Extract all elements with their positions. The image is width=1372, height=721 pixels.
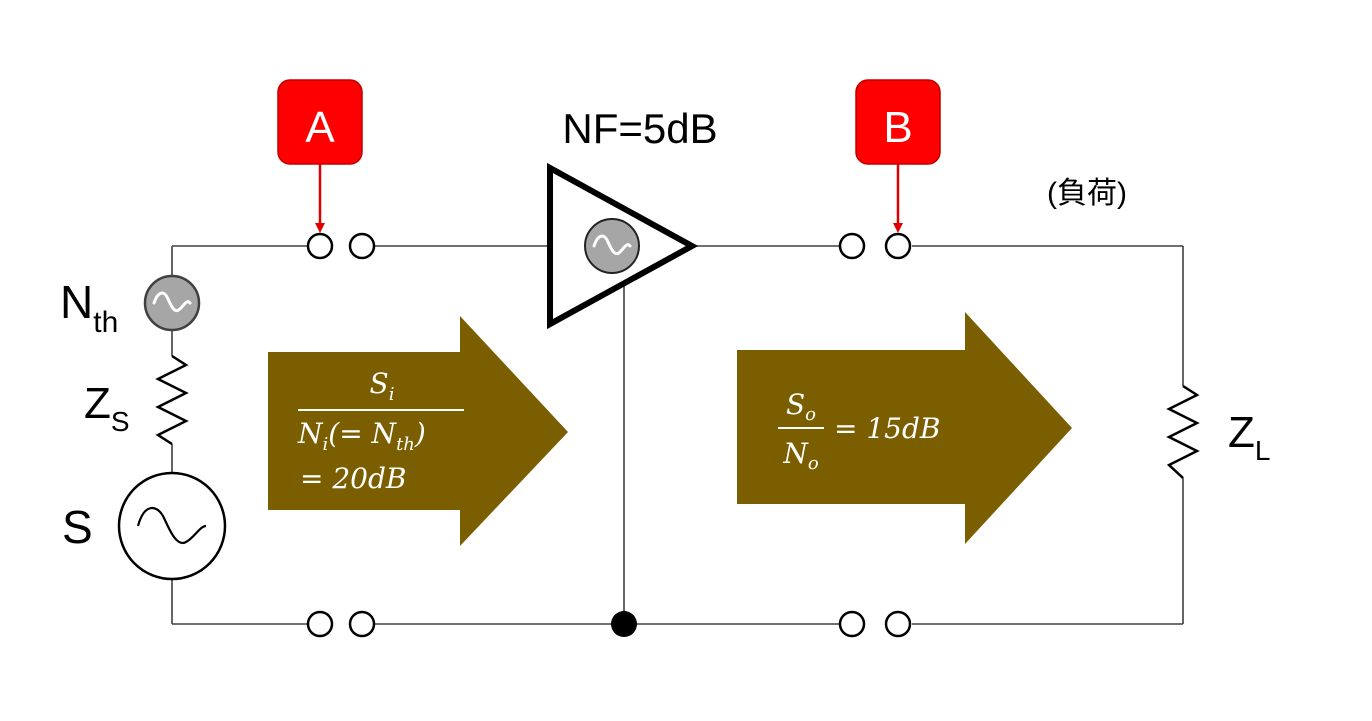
output-snr-formula: So No = 15dB (778, 388, 941, 474)
input-snr-numerator: Si (370, 367, 395, 405)
terminal-a-bottom-right (348, 610, 376, 638)
marker-b-label: B (883, 103, 912, 152)
marker-b: B (855, 79, 941, 233)
input-snr-arrow: Si Ni(= Nth) = 20dB (268, 316, 568, 546)
terminal-b-top-right (884, 232, 912, 260)
terminal-b-top-left (838, 232, 866, 260)
noise-source-label: Nth (60, 276, 118, 339)
input-snr-arrow-shape (268, 316, 568, 546)
thermal-noise-source: Nth (60, 274, 201, 339)
load-impedance-label: ZL (1228, 408, 1270, 466)
terminal-a-top-right (348, 232, 376, 260)
resistor-zl-icon (1166, 384, 1200, 479)
noise-sine-icon (152, 291, 192, 312)
output-snr-arrow: So No = 15dB (737, 312, 1072, 544)
output-snr-value: = 15dB (834, 412, 941, 445)
terminals (306, 232, 912, 638)
noise-source-icon (143, 274, 201, 332)
amplifier-noise-source-icon (584, 218, 640, 274)
signal-source-icon (117, 471, 227, 581)
load-impedance: ZL (1166, 384, 1270, 479)
load-label: (負荷) (1047, 177, 1127, 210)
output-snr-numerator: So (786, 388, 816, 425)
amplifier-noise-figure-label: NF=5dB (562, 105, 717, 152)
marker-a-label: A (305, 103, 335, 152)
signal-sine-icon (136, 506, 207, 545)
resistor-zs-icon (155, 354, 189, 446)
signal-source: S (62, 471, 227, 581)
input-snr-formula: Si Ni(= Nth) = 20dB (297, 367, 464, 495)
ground-junction-dot (611, 611, 637, 637)
terminal-b-bottom-right (884, 610, 912, 638)
terminal-b-bottom-left (838, 610, 866, 638)
output-snr-arrow-shape (737, 312, 1072, 544)
marker-a: A (277, 79, 363, 233)
output-snr-denominator: No (782, 437, 819, 474)
amplifier: NF=5dB (547, 105, 718, 330)
input-snr-denominator: Ni(= Nth) (297, 417, 426, 455)
source-impedance: ZS (84, 354, 189, 446)
source-impedance-label: ZS (84, 379, 130, 437)
input-snr-value: = 20dB (300, 462, 407, 495)
terminal-a-bottom-left (306, 610, 334, 638)
terminal-a-top-left (306, 232, 334, 260)
signal-source-label: S (62, 501, 93, 553)
